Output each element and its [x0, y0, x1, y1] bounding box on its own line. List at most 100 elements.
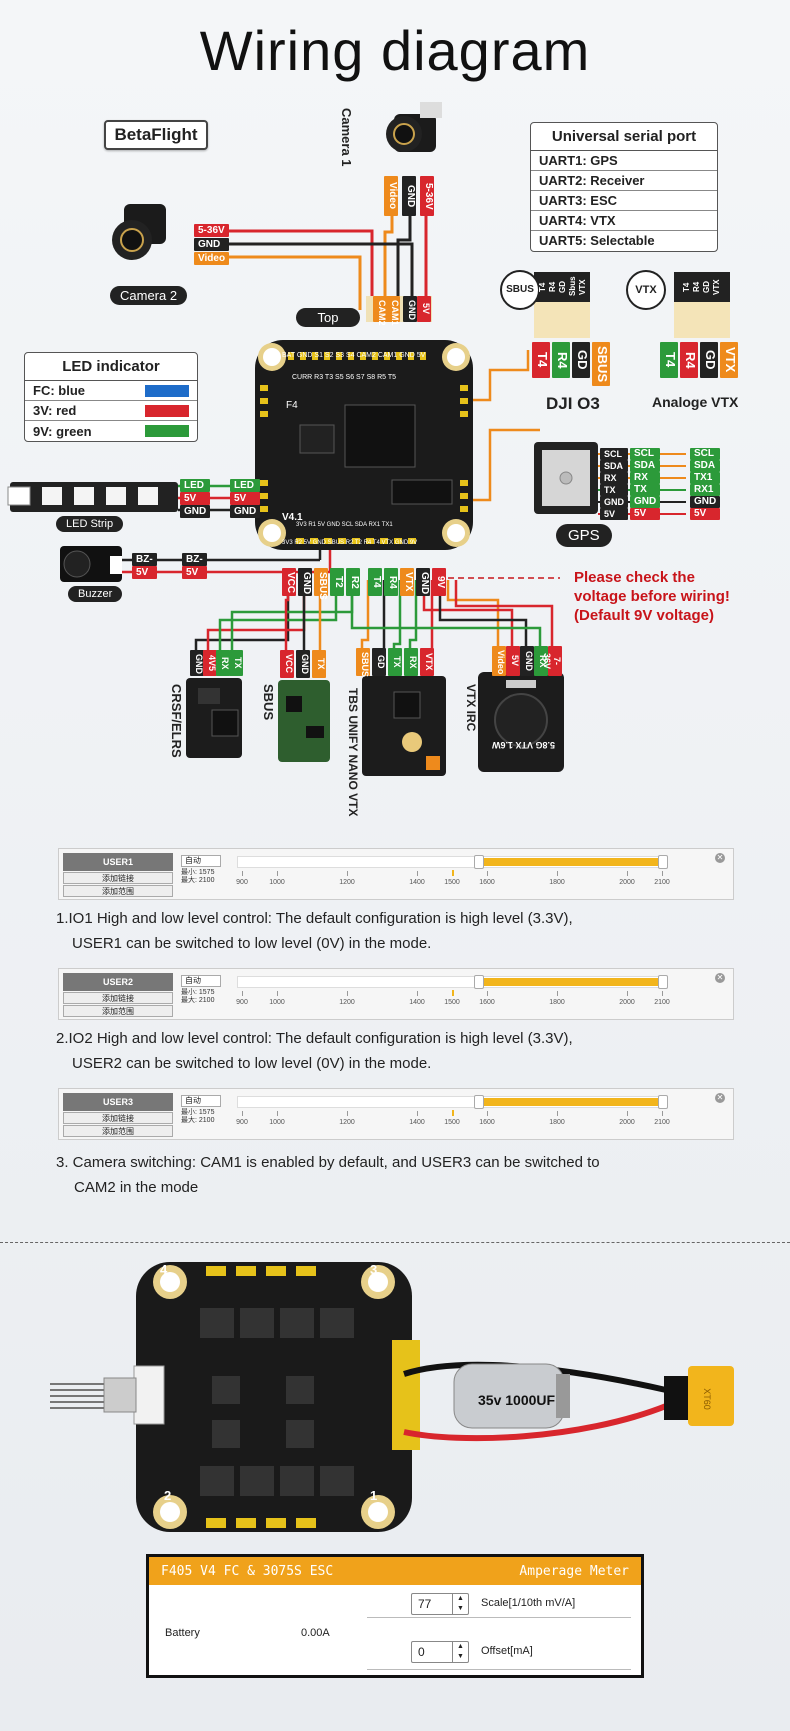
- cam2-wire-power: 5-36V: [194, 224, 230, 237]
- mode-select[interactable]: 自动: [181, 855, 221, 867]
- add-link-button[interactable]: 添加链接: [63, 1112, 173, 1124]
- range-start-handle[interactable]: [474, 855, 485, 869]
- current-value-marker: [452, 990, 454, 996]
- vtx-module-text: 5.8G VTX 1.6W: [492, 740, 556, 750]
- note-1: 1.IO1 High and low level control: The de…: [56, 910, 573, 952]
- slider-tick: [487, 1111, 488, 1116]
- range-end-handle[interactable]: [658, 855, 668, 869]
- slider-tick: [487, 871, 488, 876]
- add-range-button[interactable]: 添加范围: [63, 1125, 173, 1137]
- slider-tick-label: 2100: [654, 879, 670, 886]
- offset-input[interactable]: 0▲▼: [411, 1641, 469, 1663]
- spinner-arrows-icon[interactable]: ▲▼: [452, 1642, 468, 1662]
- range-end-handle[interactable]: [658, 975, 668, 989]
- range-slider[interactable]: [237, 855, 668, 869]
- amperage-divider: [367, 1617, 631, 1618]
- amperage-divider: [367, 1669, 631, 1670]
- slider-tick-label: 900: [236, 999, 248, 1006]
- slider-tick: [487, 991, 488, 996]
- slider-tick-label: 1500: [444, 999, 460, 1006]
- range-slider[interactable]: [237, 1095, 668, 1109]
- slider-tick-label: 2000: [619, 999, 635, 1006]
- slider-tick: [277, 871, 278, 876]
- uart-table: Universal serial port UART1: GPS UART2: …: [530, 122, 718, 252]
- slider-tick: [347, 871, 348, 876]
- camera-1-icon: [380, 92, 442, 176]
- led-row-9v: 9V: green: [25, 421, 197, 441]
- amperage-header: F405 V4 FC & 3075S ESC Amperage Meter: [149, 1557, 641, 1585]
- red-swatch: [145, 404, 189, 417]
- cam-header-5v: 5V: [417, 296, 431, 322]
- slider-tick-label: 900: [236, 1119, 248, 1126]
- close-icon[interactable]: ✕: [715, 973, 725, 983]
- gps-wires-fc: SCL SDA TX1 RX1 GND 5V: [690, 448, 721, 520]
- range-end-handle[interactable]: [658, 1095, 668, 1109]
- cam2-wire-video: Video: [194, 252, 230, 265]
- uart-row: UART3: ESC: [531, 191, 717, 211]
- board-top-pins-2: CURR R3 T3 S5 S6 S7 S8 R5 T5: [292, 374, 397, 381]
- slider-tick-label: 1500: [444, 1119, 460, 1126]
- uart-row: UART5: Selectable: [539, 233, 655, 248]
- close-icon[interactable]: ✕: [715, 1093, 725, 1103]
- amperage-meter-panel: F405 V4 FC & 3075S ESC Amperage Meter Ba…: [146, 1554, 644, 1678]
- led-indicator-title: LED indicator: [25, 353, 197, 381]
- mode-select[interactable]: 自动: [181, 975, 221, 987]
- gps-label: GPS: [556, 524, 612, 547]
- slider-tick: [417, 1111, 418, 1116]
- mode-select[interactable]: 自动: [181, 1095, 221, 1107]
- slider-tick: [662, 871, 663, 876]
- slider-tick-label: 1800: [549, 879, 565, 886]
- slider-tick-label: 1000: [269, 1119, 285, 1126]
- add-link-button[interactable]: 添加链接: [63, 872, 173, 884]
- buzzer-wires-left: BZ- 5V: [132, 553, 157, 579]
- cam-header-gnd: GND: [403, 296, 417, 322]
- slider-tick: [627, 1111, 628, 1116]
- slider-tick: [557, 1111, 558, 1116]
- close-icon[interactable]: ✕: [715, 853, 725, 863]
- cam-header-cam1: CAM1: [386, 296, 400, 326]
- esc-corner-3: 3: [370, 1262, 378, 1277]
- crsf-label-wrap: CRSF/ELRS: [164, 680, 186, 762]
- slider-tick-label: 1600: [479, 999, 495, 1006]
- add-range-button[interactable]: 添加范围: [63, 1005, 173, 1017]
- range-start-handle[interactable]: [474, 1095, 485, 1109]
- esc-corner-1: 1: [370, 1488, 378, 1503]
- vtx-irc-label-wrap: VTX IRC: [460, 680, 480, 735]
- wiring-lines: [7, 176, 730, 776]
- sbus-receiver-label: SBUS: [261, 684, 276, 721]
- cam1-wire-video: Video: [384, 176, 398, 216]
- buzzer-label: Buzzer: [68, 586, 123, 602]
- betaflight-logo: BetaFlight: [104, 120, 208, 150]
- slider-tick-label: 1500: [444, 879, 460, 886]
- slider-tick: [557, 871, 558, 876]
- camera-1-label-wrap: Camera 1: [339, 104, 360, 174]
- dji-o3-label: DJI O3: [546, 394, 600, 413]
- add-link-button[interactable]: 添加链接: [63, 992, 173, 1004]
- range-start-handle[interactable]: [474, 975, 485, 989]
- user-label: USER1: [63, 853, 173, 871]
- voltage-warning: Please check the voltage before wiring! …: [574, 569, 730, 624]
- gps-module-pins: SCL SDA RX TX GND 5V: [600, 448, 628, 520]
- spinner-arrows-icon[interactable]: ▲▼: [452, 1594, 468, 1614]
- page-title: Wiring diagram: [199, 19, 591, 82]
- add-range-button[interactable]: 添加范围: [63, 885, 173, 897]
- scale-input[interactable]: 77▲▼: [411, 1593, 469, 1615]
- led-indicator-table: LED indicator FC: blue 3V: red 9V: green: [24, 352, 198, 442]
- slider-tick: [662, 1111, 663, 1116]
- note-2: 2.IO2 High and low level control: The de…: [56, 1030, 573, 1072]
- range-slider[interactable]: [237, 975, 668, 989]
- xt60-label: XT60: [701, 1388, 712, 1410]
- tbs-label-wrap: TBS UNIFY NANO VTX: [342, 684, 362, 820]
- cam-header-cam2: CAM2: [373, 296, 387, 326]
- slider-tick: [277, 991, 278, 996]
- slider-tick: [627, 991, 628, 996]
- slider-tick: [347, 991, 348, 996]
- user-label: USER3: [63, 1093, 173, 1111]
- slider-tick: [242, 1111, 243, 1116]
- slider-tick-label: 1000: [269, 999, 285, 1006]
- blue-swatch: [145, 384, 189, 397]
